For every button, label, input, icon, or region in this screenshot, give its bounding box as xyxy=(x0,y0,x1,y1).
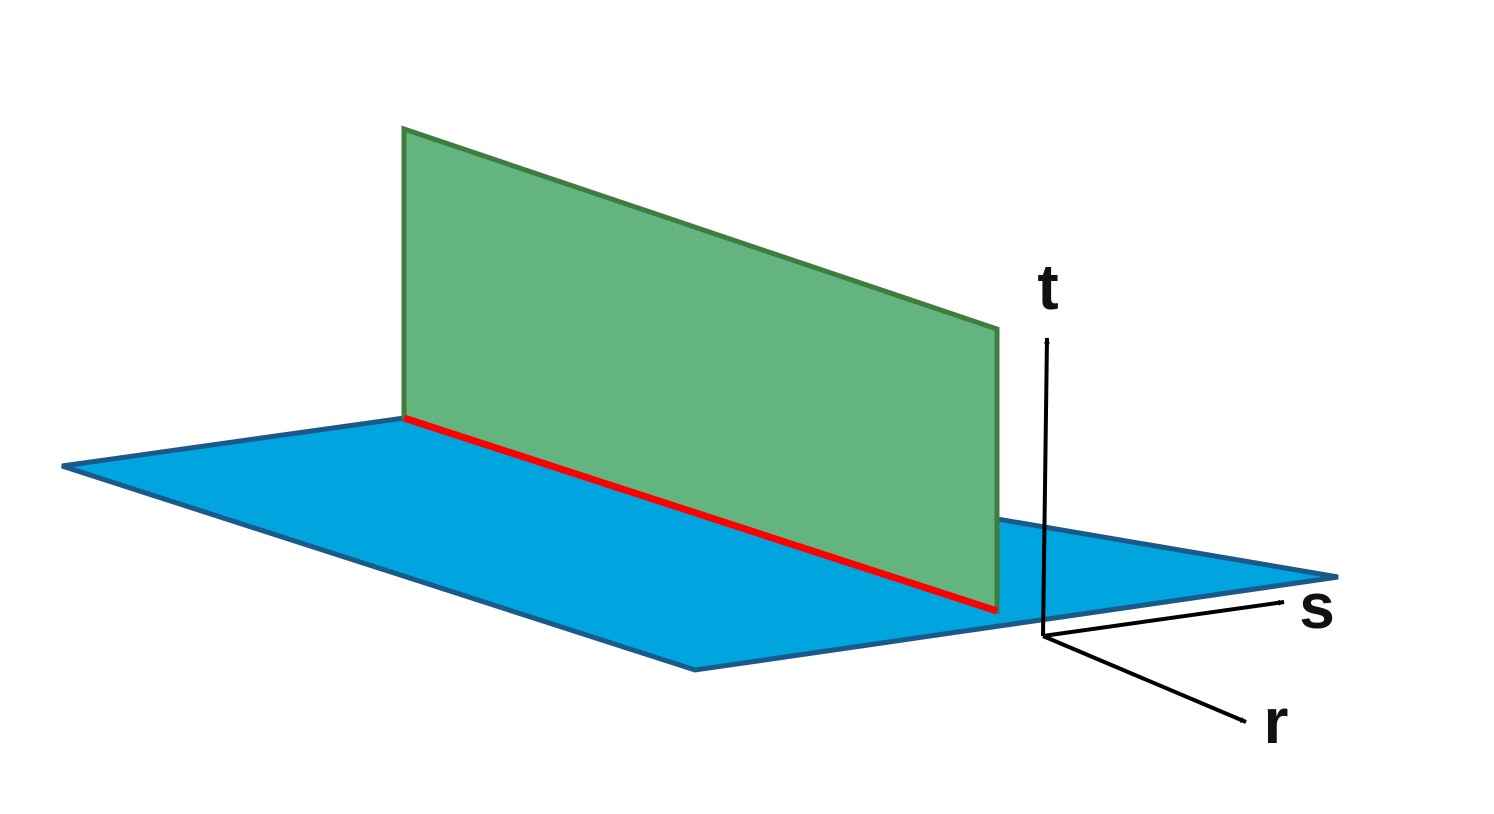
r-axis-arrow xyxy=(1042,634,1247,724)
s-axis-arrow xyxy=(1042,599,1285,638)
horizontal-plane xyxy=(61,415,1339,673)
t-axis-label: t xyxy=(1037,251,1058,323)
s-axis-label: s xyxy=(1299,570,1335,642)
intersection-line xyxy=(402,414,999,615)
axes: t s r xyxy=(1037,251,1334,757)
r-axis-label: r xyxy=(1264,685,1289,757)
t-axis-arrow xyxy=(1041,337,1050,637)
